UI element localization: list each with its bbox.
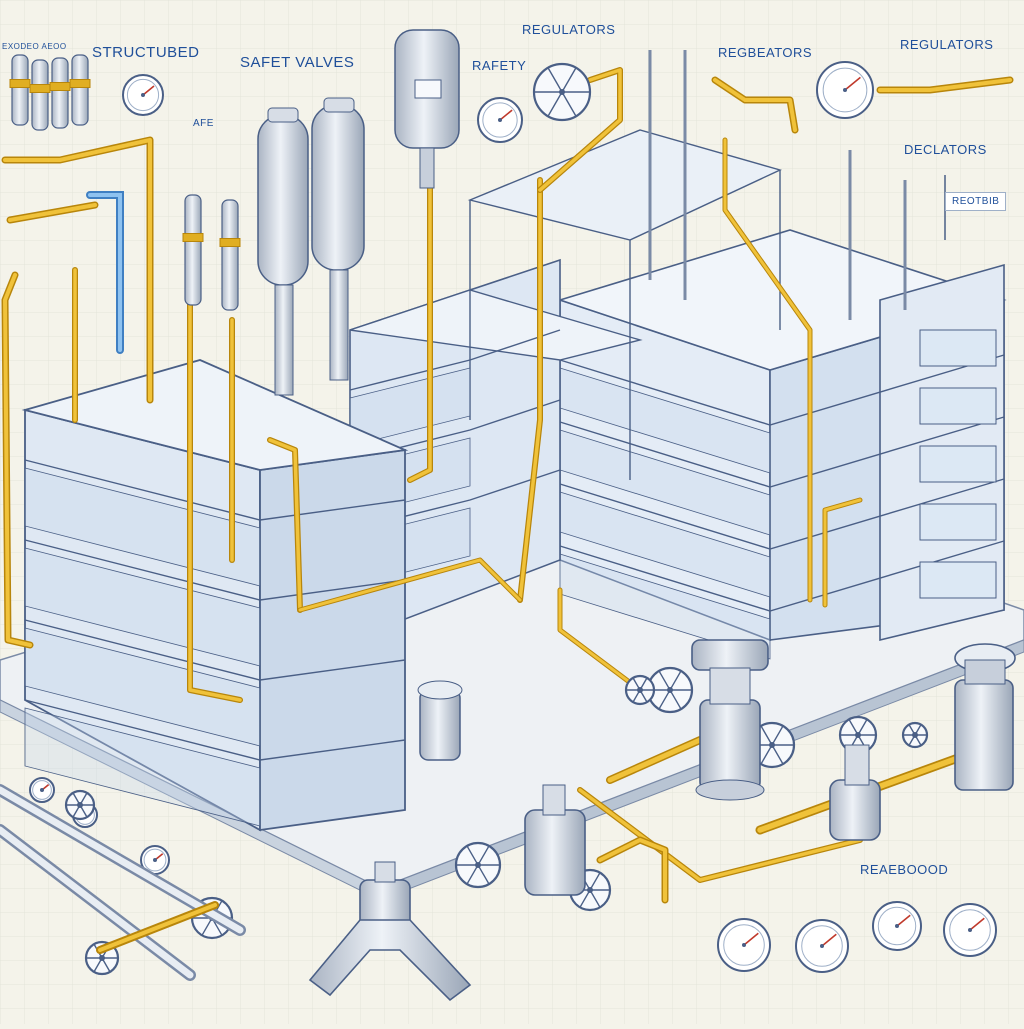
floor-slab xyxy=(24,459,406,521)
building-right xyxy=(557,229,1007,660)
pressure-gauge-icon xyxy=(816,61,874,119)
regulator-icon xyxy=(829,744,881,841)
window-grille xyxy=(919,503,997,541)
regulator-icon xyxy=(219,199,241,311)
floor-slab xyxy=(24,699,406,761)
floor-slab xyxy=(24,539,406,601)
pressure-gauge-icon xyxy=(943,903,997,957)
regulator-icon xyxy=(69,54,91,126)
window-grille xyxy=(919,445,997,483)
handwheel-valve-icon xyxy=(532,62,592,122)
left-building-floors xyxy=(24,459,406,827)
label-sign: REOTBIB xyxy=(945,192,1007,211)
pressure-gauge-icon xyxy=(477,97,523,143)
gas-pipe-network xyxy=(1,67,1014,904)
label-regbeators: REGBEATORS xyxy=(718,45,813,60)
pressure-gauge-icon xyxy=(717,918,771,972)
pressure-gauge-icon xyxy=(795,919,849,973)
regulator-icon xyxy=(691,639,769,801)
window-panel xyxy=(24,627,261,747)
regulator-icon xyxy=(182,194,204,306)
gas-cylinder-icon xyxy=(394,29,460,189)
window-panel xyxy=(24,467,261,587)
window-panel xyxy=(24,707,261,827)
handwheel-valve-icon xyxy=(901,721,929,749)
window-grille xyxy=(919,561,997,599)
handwheel-valve-icon xyxy=(838,715,878,755)
regulator-row xyxy=(9,54,241,311)
label-regulators-top: REGULATORS xyxy=(522,22,616,37)
handwheel-valve-icon xyxy=(64,789,96,821)
pipe-fitting-icon xyxy=(417,680,463,761)
pressure-gauge-icon xyxy=(872,901,922,951)
floor-slab xyxy=(349,329,561,391)
floor-slab xyxy=(559,478,1005,550)
label-tiny-left: EXODEO AEOO xyxy=(2,42,67,51)
gas-cylinder-icon xyxy=(311,97,365,381)
pipe-fitting-icon xyxy=(308,861,472,1002)
label-rafety: RAFETY xyxy=(472,58,527,73)
regulator-icon xyxy=(9,54,31,126)
regulator-icon xyxy=(524,784,586,896)
label-afe: AFE xyxy=(193,118,214,129)
regulator-icon xyxy=(29,59,51,131)
gas-cylinder-icon xyxy=(257,107,309,396)
label-structured: STRUCTUBED xyxy=(92,44,200,61)
pressure-gauge-icon xyxy=(29,777,55,803)
window-panel xyxy=(24,547,261,667)
regulator-icon xyxy=(954,643,1016,791)
window-grille xyxy=(919,387,997,425)
label-declators: DECLATORS xyxy=(904,142,987,157)
floor-slab xyxy=(24,619,406,681)
label-regulators-right: REGULATORS xyxy=(900,37,994,52)
pressure-gauge-icon xyxy=(122,74,164,116)
window-grille xyxy=(919,329,997,367)
right-building-floors xyxy=(559,329,1005,660)
label-safety-valves: SAFET VALVES xyxy=(240,54,355,71)
handwheel-valve-icon xyxy=(624,674,656,706)
grey-riser-pipes xyxy=(648,50,907,320)
lower-left-pipes xyxy=(0,784,246,981)
window-panel xyxy=(559,553,771,660)
regulator-icon xyxy=(49,57,71,129)
handwheel-valve-icon xyxy=(454,841,502,889)
label-bottom-right: REAEBOOOD xyxy=(860,862,949,877)
